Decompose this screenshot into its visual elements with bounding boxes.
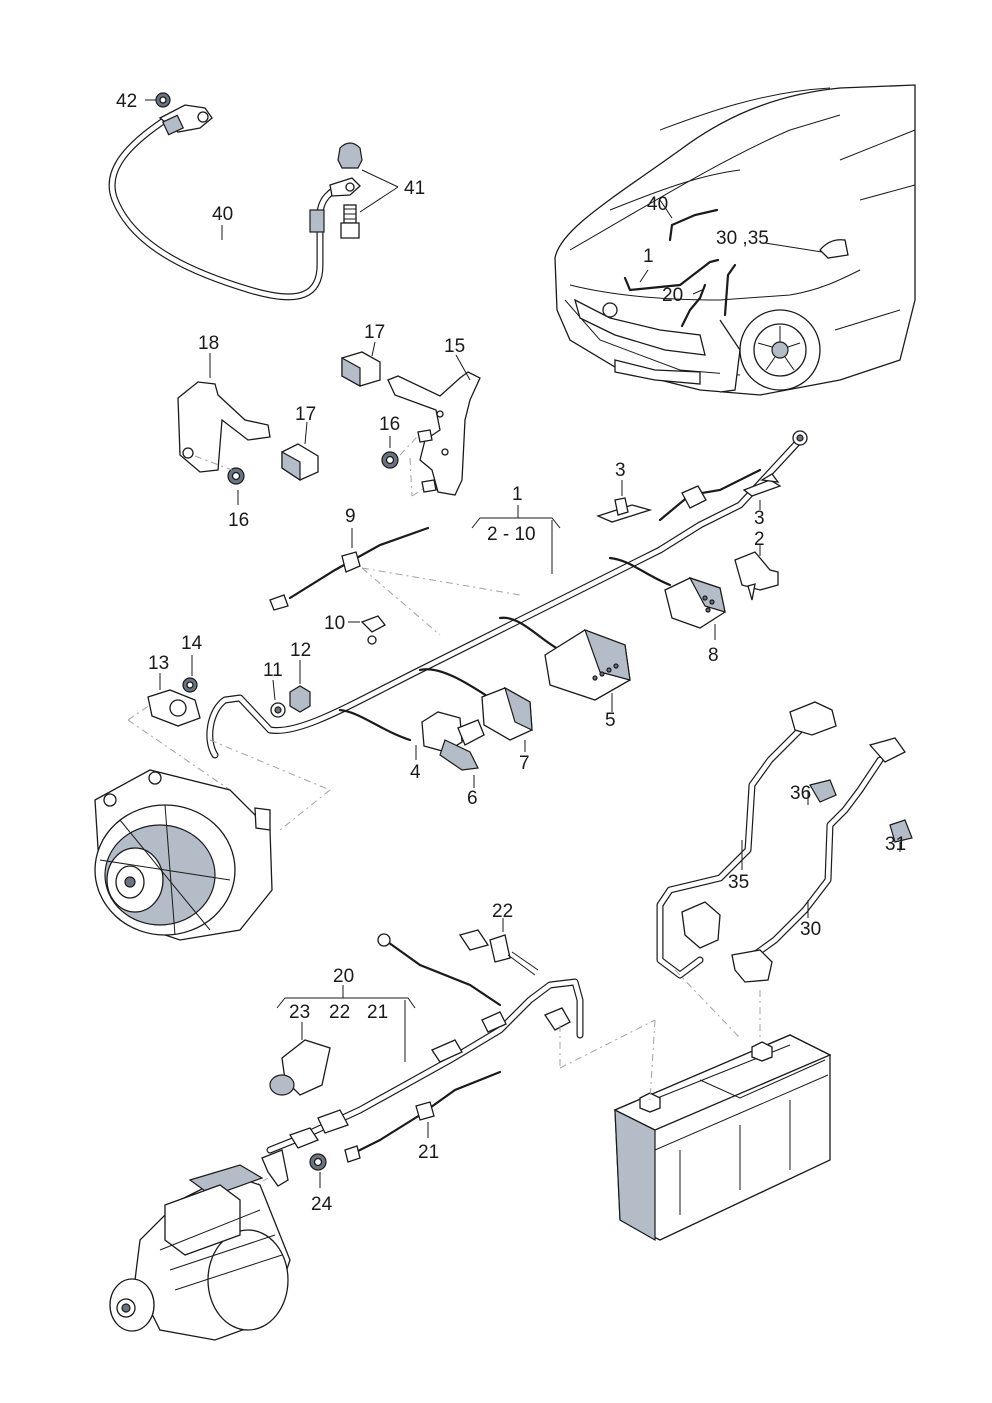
car-illustration — [554, 84, 916, 396]
callout-18: 18 — [198, 333, 219, 354]
car-callout-30-35: 30 ,35 — [716, 228, 769, 249]
main-wiring-harness — [127, 430, 808, 831]
callout-31: 31 — [885, 834, 906, 855]
callout-21-bracket: 21 — [367, 1002, 388, 1023]
callout-14: 14 — [181, 633, 203, 654]
callout-17-upper: 17 — [364, 322, 385, 343]
starter-motor — [109, 1164, 291, 1341]
callout-2: 2 — [754, 529, 765, 550]
car-callout-40: 40 — [647, 194, 668, 215]
callout-22-upper: 22 — [492, 901, 513, 922]
callout-24: 24 — [311, 1194, 333, 1215]
callout-16-lower: 16 — [228, 510, 249, 531]
callout-30: 30 — [800, 919, 821, 940]
callout-5: 5 — [605, 710, 616, 731]
callout-41: 41 — [404, 178, 425, 199]
callout-35: 35 — [728, 872, 749, 893]
callout-3-upper: 3 — [615, 460, 626, 481]
starter-wiring — [247, 918, 656, 1191]
callout-6: 6 — [467, 788, 478, 809]
car-callout-20: 20 — [662, 285, 683, 306]
callout-15: 15 — [444, 336, 465, 357]
callout-2-10: 2 - 10 — [487, 524, 536, 545]
callout-40: 40 — [212, 204, 233, 225]
callout-16-upper: 16 — [379, 414, 400, 435]
callout-12: 12 — [290, 640, 311, 661]
alternator — [94, 769, 273, 941]
ground-strap-assembly — [108, 92, 399, 301]
callout-11: 11 — [263, 660, 283, 681]
callout-13: 13 — [148, 653, 169, 674]
callout-20: 20 — [333, 966, 354, 987]
callout-8: 8 — [708, 645, 719, 666]
callout-21-lower: 21 — [418, 1142, 439, 1163]
callout-7: 7 — [519, 753, 530, 774]
callout-22-bracket: 22 — [329, 1002, 350, 1023]
battery-cables — [656, 701, 913, 1040]
callout-labels: 42 41 40 40 30 ,35 1 20 18 17 15 17 16 1… — [116, 91, 906, 1215]
callout-9: 9 — [345, 506, 356, 527]
battery — [613, 1034, 832, 1242]
callout-10: 10 — [324, 613, 345, 634]
callout-23: 23 — [289, 1002, 310, 1023]
callout-17-lower: 17 — [295, 404, 316, 425]
callout-36: 36 — [790, 783, 811, 804]
car-callout-1: 1 — [643, 246, 654, 267]
callout-1-harness: 1 — [512, 484, 523, 505]
callout-3-lower: 3 — [754, 508, 765, 529]
bracket-group — [177, 341, 481, 505]
callout-4: 4 — [410, 762, 421, 783]
callout-42: 42 — [116, 91, 137, 112]
